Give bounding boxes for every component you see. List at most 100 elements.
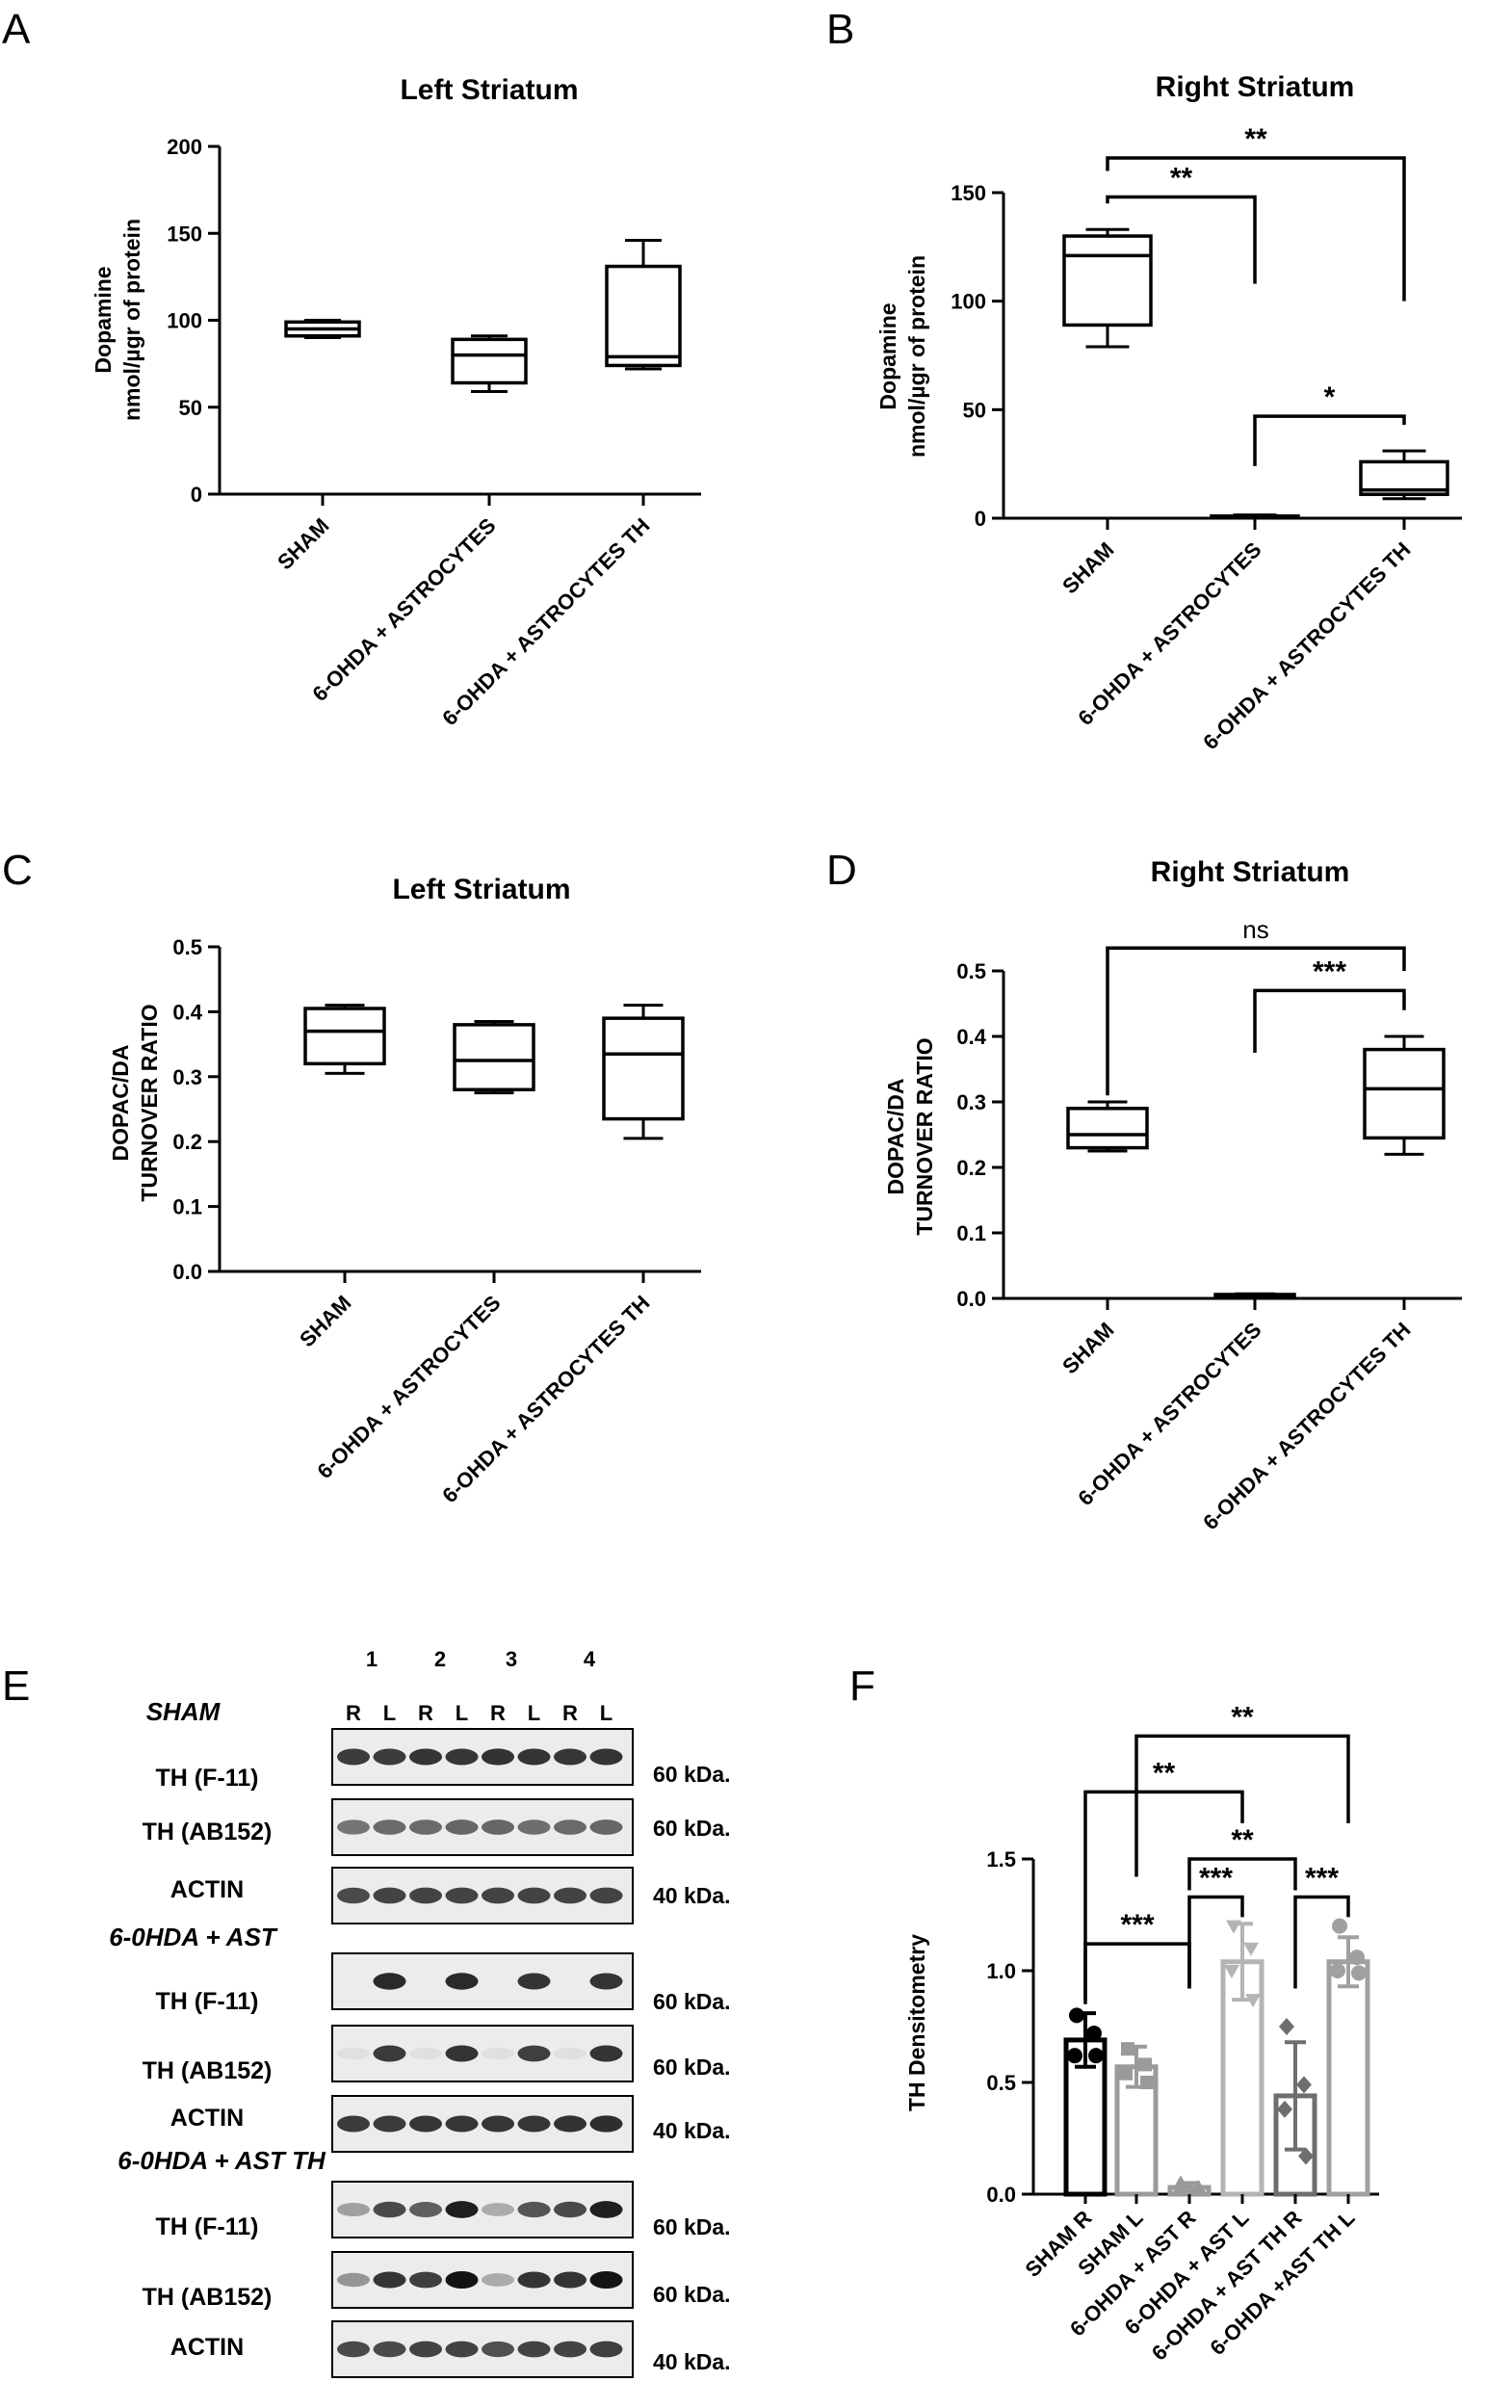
blot-membrane: [331, 1952, 634, 2010]
panel-c-y-tick-label: 0.0: [172, 1260, 202, 1284]
panel-b-box: [1062, 234, 1153, 327]
panel-a-y-tick-label: 0: [191, 483, 202, 507]
blot-band: [554, 2271, 587, 2289]
blot-band: [409, 2047, 442, 2060]
blot-band: [482, 1748, 514, 1766]
blot-group-label: SHAM: [146, 1697, 222, 1726]
panel-f-data-point: [1277, 2100, 1292, 2118]
panel-f-significance-bracket: [1293, 1895, 1350, 1989]
panel-b-significance-label: **: [1244, 123, 1267, 155]
panel-b-category-label: SHAM: [1057, 537, 1118, 598]
blot-band: [589, 2341, 623, 2358]
blot-band: [554, 2201, 587, 2218]
blot-band: [482, 1819, 514, 1835]
blot-band: [589, 2271, 623, 2289]
panel-f-y-tick-label: 0.5: [986, 2071, 1016, 2095]
panel-f-data-point: [1298, 2147, 1314, 2165]
panel-c-y-tick-label: 0.4: [172, 1000, 202, 1024]
panel-a-title: Left Striatum: [400, 74, 578, 106]
blot-band: [409, 2271, 442, 2289]
blot-kda-label: 60 kDa.: [653, 2214, 731, 2239]
blot-kda-label: 60 kDa.: [653, 2282, 731, 2307]
lane-side-label: L: [600, 1701, 613, 1725]
blot-band: [554, 2115, 587, 2133]
panel-d-significance-label: ns: [1242, 915, 1268, 944]
panel-f-data-point: [1088, 2048, 1104, 2064]
blot-band: [373, 1973, 406, 1990]
blot-band: [589, 1819, 623, 1835]
blot-row-label: TH (AB152): [143, 2057, 273, 2084]
panel-f-y-tick-label: 0.0: [986, 2183, 1016, 2207]
panel-c-y-tick-label: 0.1: [172, 1195, 202, 1219]
panel-d-title: Right Striatum: [1151, 856, 1350, 888]
blot-band: [373, 1887, 406, 1904]
blot-band: [445, 2201, 479, 2218]
blot-band: [589, 1973, 623, 1990]
panel-f-data-point: [1243, 1942, 1259, 1956]
blot-row-label: ACTIN: [170, 2105, 244, 2132]
panel-f-significance-bracket: [1083, 1942, 1191, 2004]
blot-band: [517, 2201, 551, 2218]
panel-d-significance-bracket: [1253, 988, 1406, 1053]
panel-f-data-point: [1332, 1918, 1347, 1934]
blot-band: [337, 1819, 370, 1835]
blot-band: [517, 1819, 551, 1835]
panel-a-category-label: 6-OHDA + ASTROCYTES: [307, 513, 500, 706]
blot-band: [337, 2202, 370, 2217]
blot-band: [445, 1819, 479, 1835]
panel-d-box: [1363, 1047, 1446, 1140]
panel-f-data-point: [1171, 2182, 1186, 2196]
blot-band: [517, 2045, 551, 2062]
panel-b-significance-label: *: [1324, 381, 1336, 413]
panel-c-y-axis-label: DOPAC/DA: [108, 1045, 133, 1162]
panel-f-significance-bracket: [1187, 1895, 1244, 1989]
panel-b-y-tick-label: 50: [963, 398, 986, 422]
panel-a-y-tick-label: 100: [167, 309, 202, 333]
panel-a-y-tick-label: 150: [167, 222, 202, 246]
blot-group-label: 6-0HDA + AST TH: [117, 2146, 326, 2175]
panel-label-b: B: [826, 6, 854, 53]
blot-band: [517, 1887, 551, 1904]
blot-band: [482, 2115, 514, 2133]
panel-f-significance-label: **: [1231, 1824, 1254, 1856]
panel-f-significance-label: **: [1231, 1701, 1254, 1733]
panel-a-box: [451, 337, 528, 385]
blot-kda-label: 60 kDa.: [653, 1816, 731, 1841]
blot-band: [409, 2115, 442, 2133]
blot-band: [373, 2201, 406, 2218]
panel-label-d: D: [826, 847, 857, 894]
panel-a-category-label: SHAM: [273, 513, 333, 574]
blot-band: [554, 2047, 587, 2060]
blot-band: [482, 2203, 514, 2216]
panel-b-y-tick-label: 0: [975, 507, 986, 531]
blot-band: [409, 1887, 442, 1904]
blot-band: [373, 2045, 406, 2062]
blot-band: [337, 2272, 370, 2288]
blot-band: [445, 2045, 479, 2062]
blot-group-label: 6-0HDA + AST: [109, 1923, 278, 1951]
blot-band: [337, 1748, 370, 1766]
blot-band: [337, 2341, 370, 2358]
panel-b-box: [1359, 459, 1449, 496]
panel-f-data-point: [1296, 2076, 1312, 2094]
panel-d-y-tick-label: 0.5: [956, 959, 986, 983]
panel-f-data-point: [1119, 2066, 1133, 2081]
panel-d-y-tick-label: 0.3: [956, 1090, 986, 1114]
panel-c-box: [303, 1007, 386, 1066]
blot-kda-label: 60 kDa.: [653, 2055, 731, 2080]
panel-c-box: [453, 1023, 535, 1092]
panel-f-data-point: [1140, 2076, 1154, 2089]
blot-band: [445, 1748, 479, 1766]
panel-b-y-tick-label: 100: [951, 290, 986, 314]
panel-f-significance-label: ***: [1120, 1909, 1154, 1941]
blot-band: [373, 2115, 406, 2133]
panel-f-significance-label: ***: [1305, 1862, 1339, 1894]
blot-band: [589, 1887, 623, 1904]
blot-band: [517, 2271, 551, 2289]
